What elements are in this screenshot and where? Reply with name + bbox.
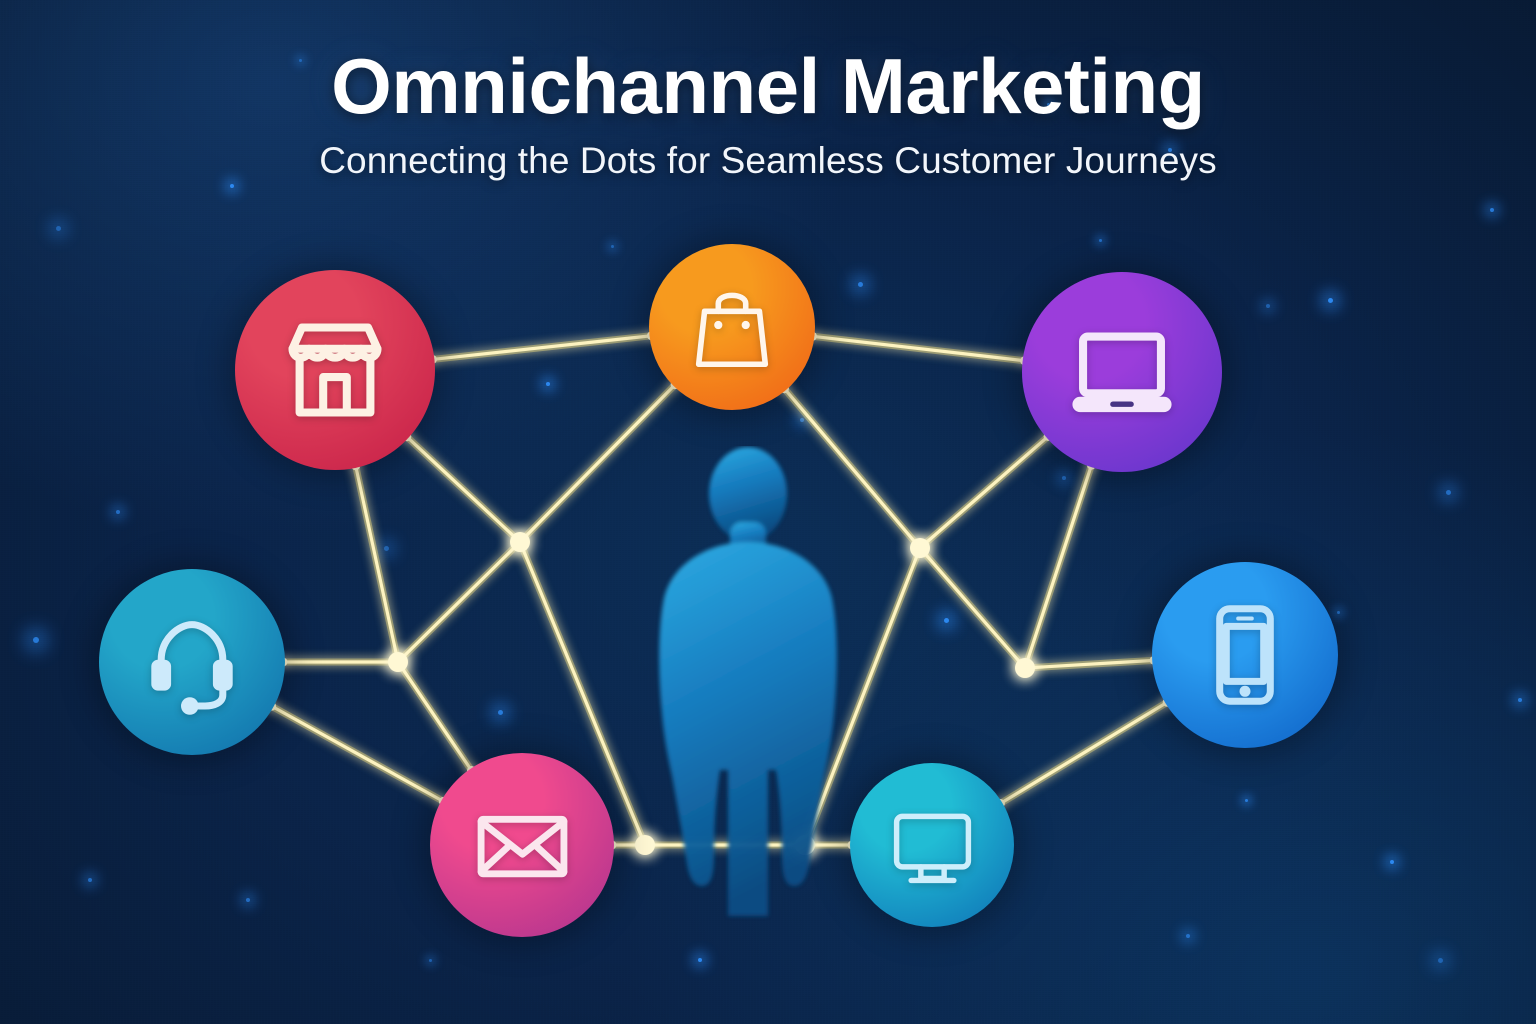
junction-dot[interactable] — [795, 835, 815, 855]
connection-line — [918, 546, 1027, 670]
connection-line — [782, 387, 922, 550]
connection-line — [1023, 658, 1156, 670]
channel-node-store[interactable] — [235, 270, 435, 470]
smartphone-icon — [1216, 605, 1274, 705]
connection-line — [269, 704, 445, 803]
connection-line — [810, 334, 1027, 363]
connection-line — [518, 383, 677, 544]
channel-node-retail[interactable] — [649, 244, 815, 410]
channel-node-mobile[interactable] — [1152, 562, 1338, 748]
connection-line — [396, 540, 522, 664]
junction-dot[interactable] — [635, 835, 655, 855]
headset-icon — [151, 621, 233, 715]
connection-line — [518, 540, 647, 847]
laptop-icon — [1072, 332, 1172, 413]
connection-line — [405, 435, 522, 544]
page-title: Omnichannel Marketing — [331, 42, 1205, 130]
connection-line — [918, 434, 1050, 550]
connection-line — [430, 334, 654, 362]
envelope-icon — [477, 815, 567, 877]
channel-node-email[interactable] — [430, 753, 614, 937]
junction-dot[interactable] — [388, 652, 408, 672]
channel-node-support[interactable] — [99, 569, 285, 755]
storefront-icon — [288, 323, 382, 417]
junction-dot[interactable] — [1015, 658, 1035, 678]
connection-line — [1023, 463, 1094, 670]
page-subtitle: Connecting the Dots for Seamless Custome… — [319, 139, 1217, 181]
junction-dot[interactable] — [510, 532, 530, 552]
junction-dot[interactable] — [910, 538, 930, 558]
connection-line — [396, 660, 474, 773]
connection-lines — [267, 331, 1172, 850]
shopping-bag-icon — [695, 292, 769, 368]
connection-line — [354, 464, 400, 664]
connection-line — [998, 700, 1169, 806]
desktop-monitor-icon — [893, 813, 971, 883]
channel-node-monitor[interactable] — [850, 763, 1014, 927]
header-block: Omnichannel Marketing Connecting the Dot… — [0, 42, 1536, 182]
channel-node-laptop[interactable] — [1022, 272, 1222, 472]
